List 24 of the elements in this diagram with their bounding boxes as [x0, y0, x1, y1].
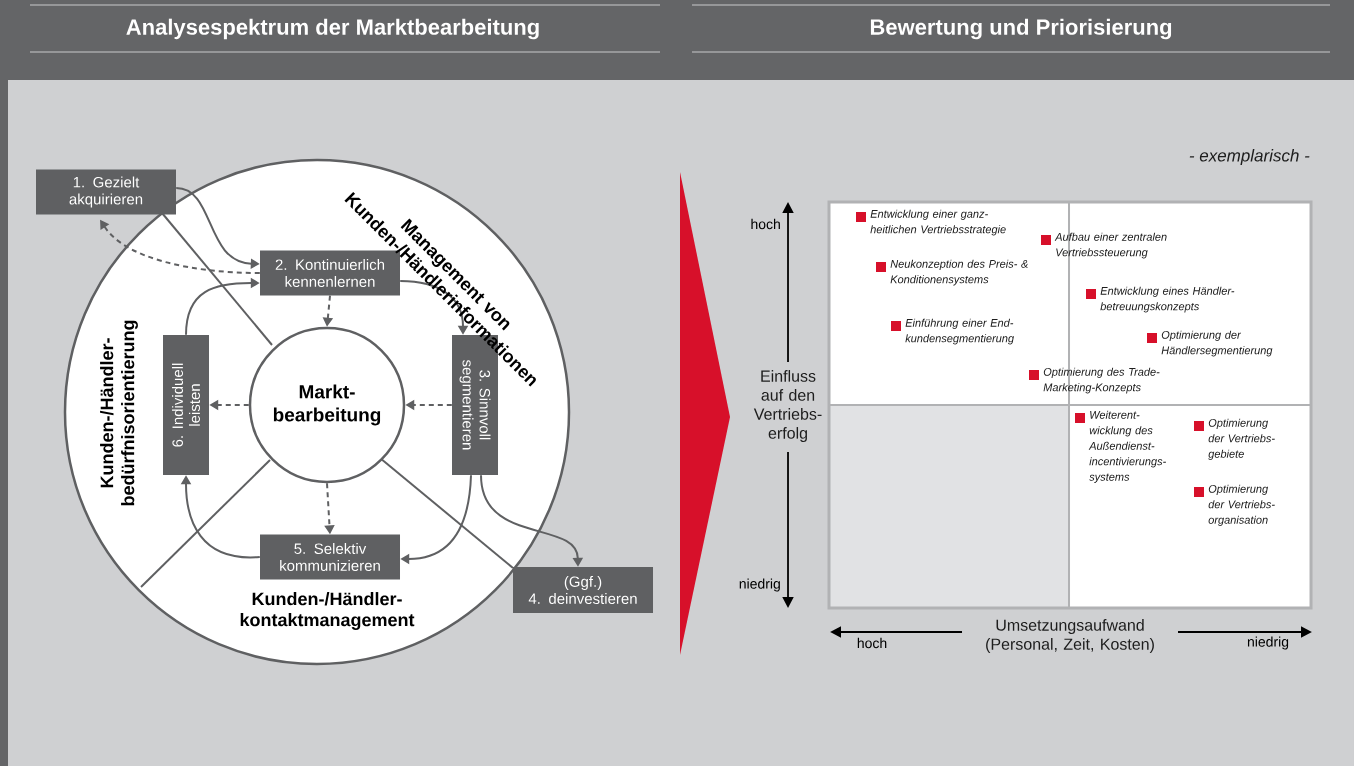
priority-item: Einführung einer End-kundensegmentierung — [891, 318, 1014, 345]
panel-heading: Analysespektrum der Marktbearbeitung — [126, 18, 539, 40]
priority-item: Optimierung der Vertriebs-gebiete — [1194, 418, 1275, 460]
priority-item: Aufbau einer zentralen Vertriebssteuerung — [1041, 232, 1167, 259]
priority-item: Neukonzeption des Preis- & Konditionensystems — [876, 259, 1028, 286]
axis-title: Umsetzungsaufwand (Personal, Zeit, Kosten) — [986, 619, 1154, 653]
axis-level-label: niedrig — [739, 578, 780, 592]
note-text: - exemplarisch - — [1189, 149, 1310, 165]
axis-level-label: niedrig — [1247, 636, 1289, 650]
process-box: 5. Selektiv kommunizieren — [260, 534, 400, 580]
axis-level-label: hoch — [751, 218, 780, 230]
priority-item: Entwicklung eines Händler-betreuungskonzepts — [1086, 286, 1235, 313]
priority-item: Optimierung der Händlersegmentierung — [1147, 330, 1273, 357]
priority-item: Optimierung des Trade-Marketing-Konzepts — [1029, 367, 1160, 394]
priority-item: Entwicklung einer ganz-heitlichen Vertriebsstrategie — [856, 209, 1006, 236]
priority-item: Weiterent-wicklung des Außendienst-incentivierungs-systems — [1075, 410, 1166, 483]
axis-title: Einfluss auf den Vertriebs-erfolg — [753, 370, 822, 442]
ring-label: Kunden-/Händler-bedürfnisorientierung — [100, 320, 138, 506]
priority-item: Optimierung der Vertriebs-organisation — [1194, 484, 1275, 526]
process-box: (Ggf.) 4. deinvestieren — [513, 567, 653, 613]
axis-level-label: hoch — [857, 637, 887, 649]
process-box: 6. Individuell leisten — [163, 335, 209, 475]
process-box: 1. Gezielt akquirieren — [36, 169, 176, 215]
panel-heading: Bewertung und Priorisierung — [870, 18, 1172, 40]
